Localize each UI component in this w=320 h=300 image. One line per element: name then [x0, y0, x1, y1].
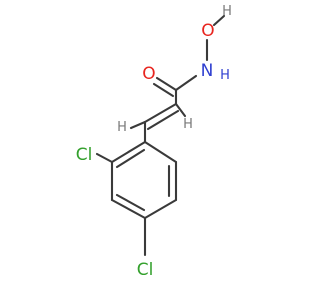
bond-c-o-double-2 — [152, 82, 175, 98]
atom-cl-ortho: Cl — [76, 145, 93, 165]
atom-o-hydroxyl: O — [201, 21, 214, 41]
atom-h-vinyl-1: H — [117, 120, 127, 135]
bond-ring-3 — [143, 198, 178, 220]
molecule-structure-diagram: O N H O H H H Cl Cl — [76, 4, 232, 280]
bond-vinyl-h1 — [129, 120, 147, 130]
atom-h-vinyl-2: H — [183, 117, 193, 132]
bond-c-n — [174, 74, 198, 92]
bond-vinyl-double — [143, 102, 178, 124]
bond-ring-4 — [110, 198, 147, 220]
bond-ring-6-inner — [115, 148, 146, 169]
bond-vinyl-double-inner — [146, 109, 180, 131]
atom-h-hydroxyl: H — [222, 4, 232, 19]
atom-cl-para: Cl — [137, 260, 154, 280]
bond-c-o-double-1 — [155, 76, 178, 92]
bond-ring-6 — [110, 140, 147, 164]
atom-h-on-n: H — [220, 68, 230, 83]
atom-label-layer: O N H O H H H Cl Cl — [76, 4, 232, 280]
atom-o-carbonyl: O — [142, 64, 155, 84]
bond-layer — [95, 14, 226, 257]
bond-oh-h — [212, 14, 226, 27]
bond-vinyl-h2 — [174, 102, 187, 118]
bond-to-cl-ortho — [95, 152, 114, 164]
atom-n-amide: N — [201, 61, 214, 81]
bond-ring-1 — [143, 140, 178, 164]
bond-ring-4-inner — [115, 193, 146, 212]
